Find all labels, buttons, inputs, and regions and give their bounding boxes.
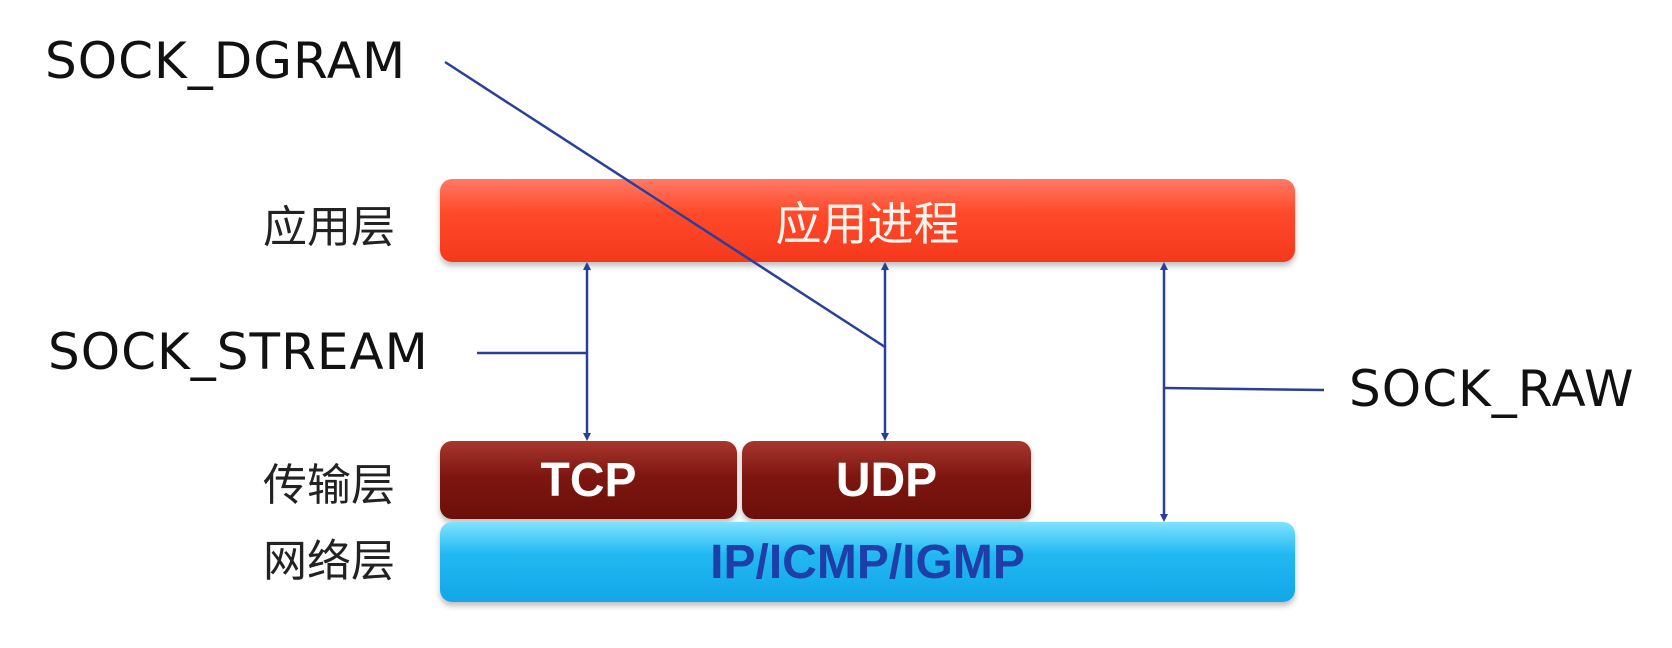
transport-layer-label: 传输层 [263, 460, 395, 511]
tcp-label: TCP [540, 453, 637, 507]
network-label: IP/ICMP/IGMP [710, 535, 1025, 589]
network-layer-label: 网络层 [263, 536, 395, 587]
app-process-box: 应用进程 [440, 179, 1295, 262]
udp-label: UDP [835, 453, 938, 507]
sock-dgram-label: SOCK_DGRAM [45, 32, 407, 90]
application-layer-label: 应用层 [263, 202, 395, 253]
tcp-box: TCP [440, 441, 737, 519]
dgram-pointer-line [444, 60, 886, 349]
raw-pointer-line [1163, 386, 1325, 392]
sock-raw-label: SOCK_RAW [1349, 360, 1635, 418]
udp-box: UDP [742, 441, 1031, 519]
app-process-label: 应用进程 [775, 196, 960, 251]
network-box: IP/ICMP/IGMP [440, 522, 1295, 602]
sock-stream-label: SOCK_STREAM [48, 323, 429, 381]
